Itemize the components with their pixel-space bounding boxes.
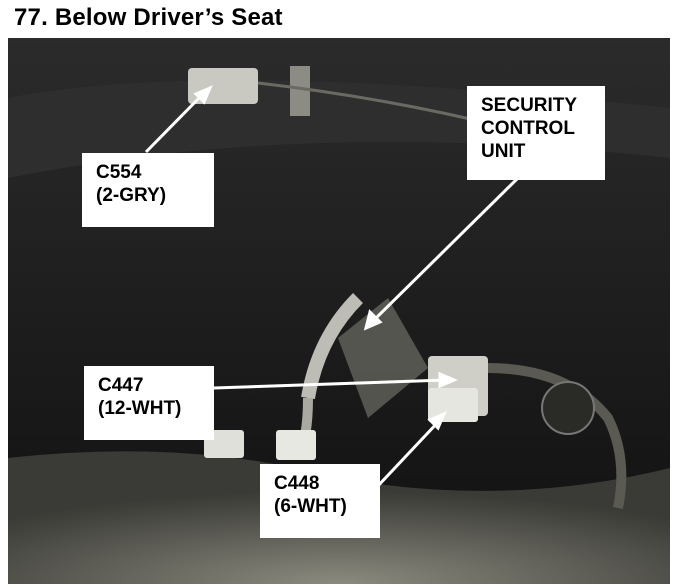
callout-c554-id: C554 bbox=[96, 162, 142, 183]
arrow-c448-head bbox=[427, 411, 447, 431]
bracket bbox=[290, 66, 310, 116]
arrow-c448 bbox=[374, 418, 442, 490]
callout-scu-line3: UNIT bbox=[481, 141, 526, 162]
callout-c447-id: C447 bbox=[98, 375, 144, 396]
arrow-security-control-unit-head bbox=[363, 309, 383, 331]
arrow-c447-head bbox=[438, 371, 458, 389]
callout-scu-line2: CONTROL bbox=[481, 118, 575, 139]
connector-left bbox=[204, 430, 244, 458]
motor-housing bbox=[541, 381, 595, 435]
callout-security-control-unit: SECURITY CONTROL UNIT bbox=[467, 86, 605, 180]
arrow-c554-head bbox=[193, 85, 213, 105]
seat-rail bbox=[338, 298, 428, 418]
callout-arrows bbox=[144, 85, 520, 490]
connector-center bbox=[276, 430, 316, 460]
page-title: 77. Below Driver’s Seat bbox=[14, 4, 283, 31]
callout-c447-spec: (12-WHT) bbox=[98, 398, 182, 419]
callout-c554-spec: (2-GRY) bbox=[96, 185, 167, 206]
callout-c448-id: C448 bbox=[274, 473, 320, 494]
callout-c554: C554 (2-GRY) bbox=[82, 153, 214, 227]
callout-c448-spec: (6-WHT) bbox=[274, 496, 347, 517]
arrow-c554 bbox=[144, 91, 206, 154]
cable-bundle bbox=[487, 363, 627, 509]
callout-c448: C448 (6-WHT) bbox=[260, 464, 380, 538]
arrow-security-control-unit bbox=[370, 176, 520, 324]
callout-c447: C447 (12-WHT) bbox=[84, 366, 214, 440]
callout-scu-line1: SECURITY bbox=[481, 95, 578, 116]
arrow-c447 bbox=[213, 378, 447, 390]
connector-c448-body bbox=[428, 388, 478, 422]
